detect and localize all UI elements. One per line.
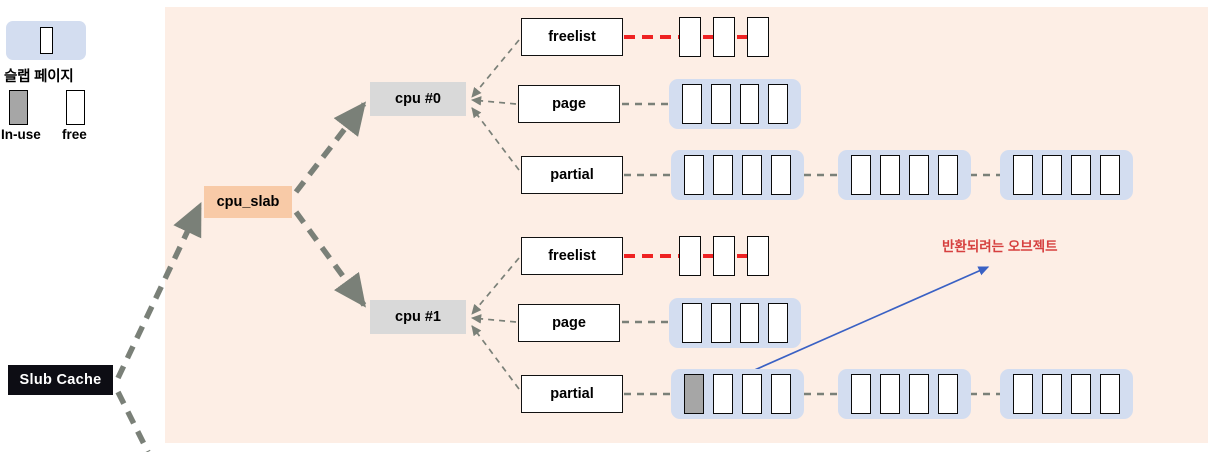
legend-object-icon bbox=[39, 27, 53, 54]
free-object[interactable] bbox=[739, 303, 760, 343]
slab-page-cpu0-partial-3[interactable] bbox=[1000, 150, 1133, 200]
free-object[interactable] bbox=[739, 84, 760, 124]
slab-page-cpu0-partial-2[interactable] bbox=[838, 150, 971, 200]
slab-page-cpu1-partial-3[interactable] bbox=[1000, 369, 1133, 419]
free-object-icon bbox=[66, 90, 85, 125]
legend-slab-page-label: 슬랩 페이지 bbox=[4, 69, 74, 85]
link-cpu0-to-freelist bbox=[471, 39, 520, 98]
node-cpu1-partial[interactable]: partial bbox=[521, 375, 623, 413]
slab-page-cpu1-page[interactable] bbox=[669, 298, 801, 348]
node-cpu0-partial[interactable]: partial bbox=[521, 156, 623, 194]
link-cpu0-to-partial bbox=[471, 107, 520, 171]
legend-slab-page-sample bbox=[6, 21, 86, 60]
freelist-object[interactable] bbox=[747, 17, 769, 57]
free-object[interactable] bbox=[768, 84, 788, 124]
node-cpu-0[interactable]: cpu #0 bbox=[370, 82, 466, 116]
free-object[interactable] bbox=[682, 84, 702, 124]
free-object[interactable] bbox=[938, 374, 958, 414]
annotation-returned-object: 반환되려는 오브젝트 bbox=[942, 239, 1058, 254]
free-object[interactable] bbox=[909, 374, 929, 414]
free-object[interactable] bbox=[768, 303, 788, 343]
free-object[interactable] bbox=[1042, 155, 1062, 195]
link-slub-cache-downward bbox=[115, 390, 151, 452]
node-cpu0-page[interactable]: page bbox=[518, 85, 620, 123]
free-object[interactable] bbox=[851, 155, 871, 195]
free-object[interactable] bbox=[771, 374, 791, 414]
free-object[interactable] bbox=[1071, 155, 1091, 195]
link-cpu1-to-freelist bbox=[471, 257, 520, 315]
link-cpu1-to-page bbox=[470, 314, 517, 324]
node-cpu-slab[interactable]: cpu_slab bbox=[204, 186, 292, 218]
link-cpu-slab-to-cpu1 bbox=[293, 210, 367, 308]
link-slub-cache-to-cpu-slab bbox=[115, 202, 203, 380]
legend-swatch-in-use: In-use bbox=[1, 90, 41, 142]
freelist-object[interactable] bbox=[679, 17, 701, 57]
free-object[interactable] bbox=[880, 155, 900, 195]
free-object[interactable] bbox=[851, 374, 871, 414]
free-object[interactable] bbox=[909, 155, 929, 195]
legend: 슬랩 페이지 In-use free bbox=[0, 0, 165, 150]
free-object[interactable] bbox=[684, 155, 704, 195]
free-object[interactable] bbox=[713, 374, 733, 414]
legend-swatch-free: free bbox=[62, 90, 87, 142]
free-object[interactable] bbox=[742, 155, 762, 195]
free-object[interactable] bbox=[1013, 155, 1033, 195]
legend-in-use-label: In-use bbox=[1, 127, 41, 142]
legend-free-label: free bbox=[62, 127, 87, 142]
free-object[interactable] bbox=[1042, 374, 1062, 414]
slab-page-cpu1-partial-2[interactable] bbox=[838, 369, 971, 419]
node-cpu0-freelist[interactable]: freelist bbox=[521, 18, 623, 56]
free-object[interactable] bbox=[880, 374, 900, 414]
link-cpu0-to-page bbox=[470, 96, 517, 106]
node-cpu1-freelist[interactable]: freelist bbox=[521, 237, 623, 275]
freelist-object[interactable] bbox=[713, 17, 735, 57]
free-object[interactable] bbox=[1013, 374, 1033, 414]
free-object[interactable] bbox=[710, 303, 731, 343]
free-object[interactable] bbox=[1071, 374, 1091, 414]
freelist-object[interactable] bbox=[713, 236, 735, 276]
link-cpu1-to-partial bbox=[471, 325, 520, 390]
node-cpu1-page[interactable]: page bbox=[518, 304, 620, 342]
freelist-object[interactable] bbox=[747, 236, 769, 276]
free-object[interactable] bbox=[1100, 155, 1120, 195]
slab-page-cpu0-partial-1[interactable] bbox=[671, 150, 804, 200]
slab-page-cpu0-page[interactable] bbox=[669, 79, 801, 129]
free-object[interactable] bbox=[771, 155, 791, 195]
free-object[interactable] bbox=[713, 155, 733, 195]
in-use-object-icon bbox=[9, 90, 28, 125]
free-object[interactable] bbox=[742, 374, 762, 414]
in-use-object[interactable] bbox=[684, 374, 704, 414]
free-object[interactable] bbox=[1100, 374, 1120, 414]
free-object[interactable] bbox=[710, 84, 731, 124]
free-object[interactable] bbox=[682, 303, 702, 343]
slab-page-cpu1-partial-1[interactable] bbox=[671, 369, 804, 419]
freelist-object[interactable] bbox=[679, 236, 701, 276]
node-slub-cache[interactable]: Slub Cache bbox=[8, 365, 113, 395]
link-cpu-slab-to-cpu0 bbox=[293, 101, 367, 194]
node-cpu-1[interactable]: cpu #1 bbox=[370, 300, 466, 334]
free-object[interactable] bbox=[938, 155, 958, 195]
